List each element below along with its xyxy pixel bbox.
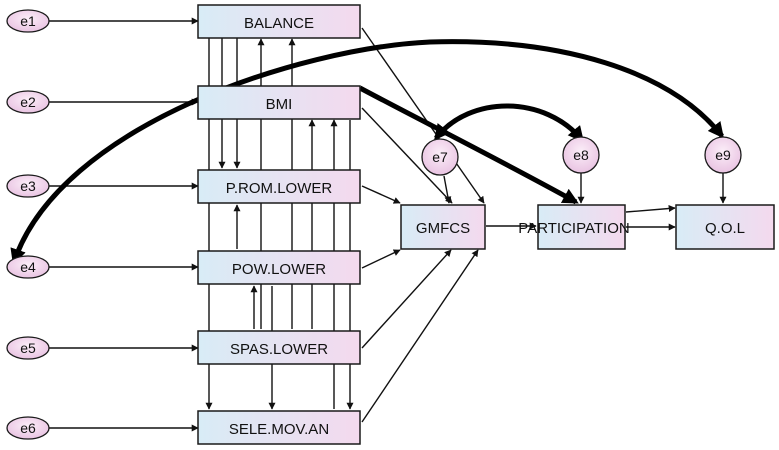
node-gmfcs: GMFCS <box>400 204 486 250</box>
node-pow-lower-label: POW.LOWER <box>232 261 326 278</box>
error-e1-label: e1 <box>20 13 36 29</box>
error-e1: e1 <box>6 9 50 33</box>
node-participation: PARTICIPATION <box>518 204 630 250</box>
node-participation-label: PARTICIPATION <box>518 220 629 237</box>
node-prom-lower: P.ROM.LOWER <box>197 169 361 204</box>
node-pow-lower: POW.LOWER <box>197 250 361 285</box>
error-e4-label: e4 <box>20 259 36 275</box>
edge-sele-gmfcs <box>361 249 479 423</box>
node-balance-label: BALANCE <box>244 15 314 32</box>
error-e8-label: e8 <box>573 147 589 163</box>
node-balance: BALANCE <box>197 4 361 39</box>
error-e7: e7 <box>421 138 459 176</box>
node-qol: Q.O.L <box>675 204 775 250</box>
error-e9-label: e9 <box>715 147 731 163</box>
edge-participation-qol-a <box>625 205 676 213</box>
error-e4: e4 <box>6 255 50 279</box>
edge-pow-gmfcs <box>361 249 401 269</box>
node-bmi-label: BMI <box>266 96 293 113</box>
error-terms: e1 e2 e3 e4 e5 e6 e7 e8 <box>6 9 742 440</box>
node-spas-lower-label: SPAS.LOWER <box>230 341 328 358</box>
error-e2: e2 <box>6 90 50 114</box>
error-e3: e3 <box>6 174 50 198</box>
error-e5: e5 <box>6 336 50 360</box>
node-spas-lower: SPAS.LOWER <box>197 330 361 365</box>
node-gmfcs-label: GMFCS <box>416 220 470 237</box>
error-e2-label: e2 <box>20 94 36 110</box>
node-qol-label: Q.O.L <box>705 220 745 237</box>
node-prom-lower-label: P.ROM.LOWER <box>226 180 333 197</box>
edge-bmi-participation-thick <box>358 85 579 205</box>
error-e6: e6 <box>6 416 50 440</box>
error-e6-label: e6 <box>20 420 36 436</box>
covariance-e4-e9 <box>10 39 724 266</box>
error-e3-label: e3 <box>20 178 36 194</box>
edge-spas-gmfcs <box>361 249 452 349</box>
error-e5-label: e5 <box>20 340 36 356</box>
node-bmi: BMI <box>197 85 361 120</box>
edge-e7-gmfcs <box>443 175 452 204</box>
node-sele-mov-an-label: SELE.MOV.AN <box>229 421 329 438</box>
node-sele-mov-an: SELE.MOV.AN <box>197 410 361 445</box>
covariance-e7-e8 <box>434 103 585 143</box>
error-e8: e8 <box>562 136 600 174</box>
observed-variables: BALANCE BMI P.ROM.LOWER POW.LOWER SPAS.L… <box>197 4 775 445</box>
edge-prom-gmfcs <box>361 185 401 204</box>
error-e7-label: e7 <box>432 149 448 165</box>
error-e9: e9 <box>704 136 742 174</box>
